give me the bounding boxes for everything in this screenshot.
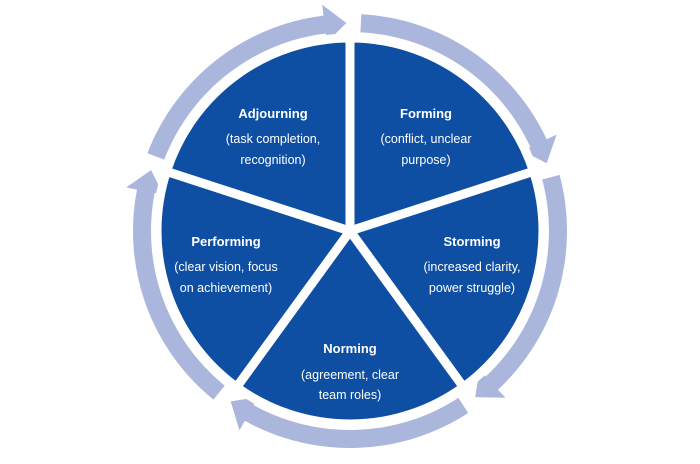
stage-segment-storming: [345, 166, 548, 392]
stage-title-storming: Storming: [443, 234, 500, 249]
stage-labels: Forming (conflict, unclear purpose) Stor…: [174, 106, 520, 402]
stage-title-adjourning: Adjourning: [238, 106, 307, 121]
stage-desc-adjourning-line2: recognition): [240, 153, 305, 167]
stage-desc-forming-line1: (conflict, unclear: [380, 132, 471, 146]
stage-desc-norming-line1: (agreement, clear: [301, 368, 399, 382]
stage-desc-adjourning-line1: (task completion,: [226, 132, 320, 146]
stage-desc-storming-line2: power struggle): [429, 281, 515, 295]
stage-desc-norming-line2: team roles): [319, 388, 382, 402]
stage-desc-performing-line1: (clear vision, focus: [174, 260, 278, 274]
stage-title-norming: Norming: [323, 341, 377, 356]
cycle-arrow-performing: [126, 170, 225, 400]
stage-title-forming: Forming: [400, 106, 452, 121]
cycle-arrow-norming: [230, 397, 469, 448]
stage-desc-forming-line2: purpose): [401, 153, 450, 167]
stage-title-performing: Performing: [191, 234, 260, 249]
cycle-arrow-forming: [360, 14, 557, 164]
stage-segment-performing: [152, 166, 355, 392]
stage-segments: [152, 33, 548, 429]
stage-segment-adjourning: [161, 33, 355, 236]
stage-segment-norming: [232, 226, 468, 429]
stage-desc-performing-line2: on achievement): [180, 281, 272, 295]
cycle-arrow-adjourning: [147, 4, 347, 160]
stage-desc-storming-line1: (increased clarity,: [423, 260, 520, 274]
